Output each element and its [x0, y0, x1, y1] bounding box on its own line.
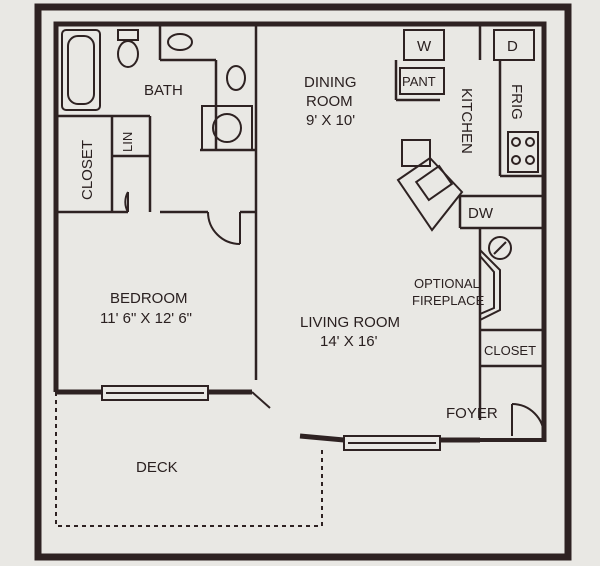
toilet-icon — [117, 40, 139, 68]
foyer-label: FOYER — [446, 405, 498, 422]
bedroom-label: BEDROOM — [110, 290, 188, 307]
doors — [124, 191, 545, 442]
fireplace-icon — [479, 249, 501, 321]
linen-label: LIN — [120, 132, 135, 152]
stove-icon — [507, 131, 539, 173]
dishwasher-label: DW — [468, 205, 494, 222]
dryer-label: D — [507, 38, 518, 55]
bath-fixtures — [61, 29, 253, 151]
dining-dims: 9' X 10' — [306, 112, 355, 129]
interior-walls — [56, 24, 544, 420]
labels: BATH DINING ROOM 9' X 10' KITCHEN CLOSET… — [79, 38, 536, 476]
water-heater-icon — [201, 105, 253, 151]
fireplace-label-1: OPTIONAL — [414, 276, 480, 291]
fridge-label: FRIG — [508, 84, 525, 120]
pantry-label: PANT — [402, 74, 436, 89]
pantry-box — [399, 67, 445, 95]
living-label: LIVING ROOM — [300, 314, 400, 331]
washer-box — [403, 29, 445, 61]
bedroom-dims: 11' 6" X 12' 6" — [100, 310, 192, 327]
deck-label: DECK — [136, 459, 178, 476]
dryer-box — [493, 29, 535, 61]
windows — [101, 385, 441, 451]
kitchen-island-icon — [396, 156, 464, 232]
bath-label: BATH — [144, 82, 183, 99]
fireplace-label-2: FIREPLACE — [412, 293, 485, 308]
living-dims: 14' X 16' — [320, 333, 378, 350]
dining-label: DINING — [304, 74, 357, 91]
kitchen-label: KITCHEN — [458, 88, 475, 154]
washer-label: W — [417, 38, 432, 55]
dining-label-2: ROOM — [306, 93, 353, 110]
bath-sink-icon — [226, 65, 246, 91]
sink-icon — [167, 33, 193, 51]
deck-outline — [55, 392, 323, 527]
outer-frame — [34, 3, 572, 561]
closet-right-label: CLOSET — [484, 343, 536, 358]
bathtub-icon — [61, 29, 101, 111]
exterior-walls — [53, 21, 547, 443]
water-valve-icon — [488, 236, 512, 260]
kitchen-fixtures — [396, 29, 539, 260]
closet-left-label: CLOSET — [79, 140, 96, 200]
